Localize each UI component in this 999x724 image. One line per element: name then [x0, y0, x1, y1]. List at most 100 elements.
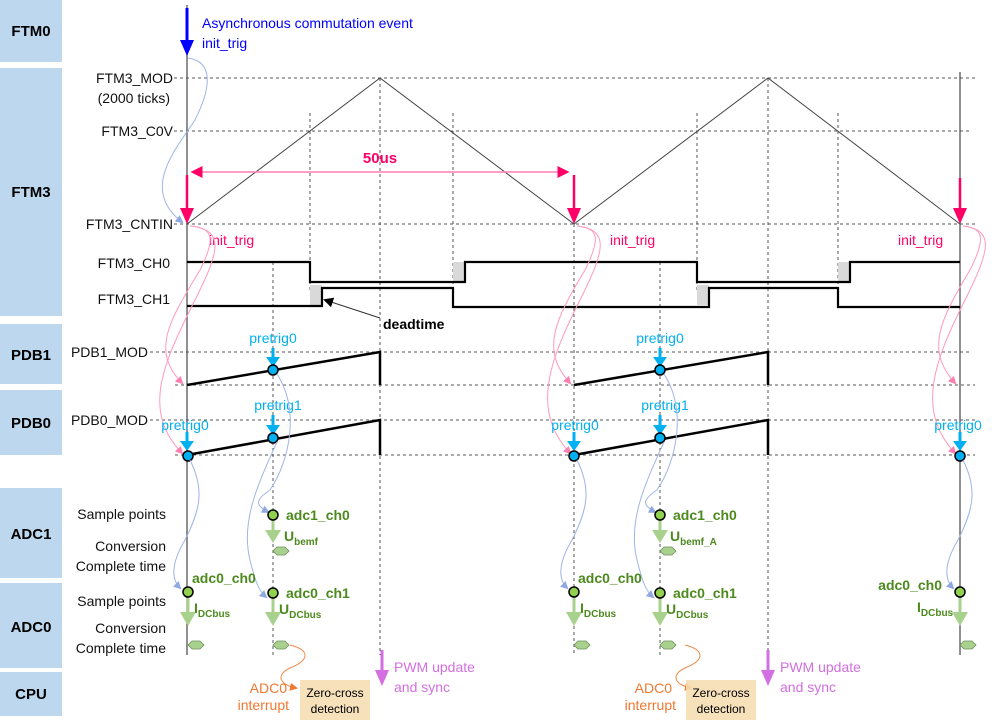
adc0-udc-2: UDCbus [666, 601, 709, 621]
deadtime-block-4 [838, 262, 850, 282]
adc0-ch0-sample-3 [952, 586, 977, 650]
adc0-interrupt-label-1a: ADC0 [250, 680, 288, 696]
pdb0-pretrig0-label-2: pretrig0 [551, 417, 599, 433]
block-ftm0: FTM0 [0, 0, 62, 62]
vertical-lines [186, 5, 961, 655]
block-pdb1-label: PDB1 [11, 347, 51, 364]
pdb1-pretrig0-label-1: pretrig0 [249, 330, 297, 346]
ftm3-cntin-label: FTM3_CNTIN [86, 216, 173, 232]
adc1-ubemf-a: Ubemf_A [670, 528, 717, 548]
pdb0-pretrig0-2 [567, 432, 581, 462]
deadtime-label: deadtime [383, 316, 445, 332]
block-adc0: ADC0 [0, 583, 62, 668]
pdb1-pretrig0-label-2: pretrig0 [636, 330, 684, 346]
deadtime-pointer [323, 297, 381, 319]
block-cpu-label: CPU [15, 686, 47, 703]
init-trig-curves [159, 225, 986, 455]
block-adc1: ADC1 [0, 488, 62, 578]
adc0-sample-points-label: Sample points [77, 593, 166, 609]
adc0-ch1-sample-2 [652, 587, 677, 650]
pwm-update-arrow-1 [375, 650, 389, 686]
pdb0-mod-label: PDB0_MOD [71, 412, 148, 428]
pdb0-pretrig0-3 [953, 432, 967, 462]
pdb-to-adc-curves [172, 373, 973, 599]
block-ftm3-label: FTM3 [11, 184, 50, 201]
async-event-label: Asynchronous commutation event [202, 15, 413, 31]
block-ftm0-label: FTM0 [11, 23, 50, 40]
pwm-update-arrow-2 [761, 650, 775, 686]
adc0-idc-1: IDCbus [194, 600, 231, 620]
block-adc1-label: ADC1 [11, 526, 52, 543]
adc0-ch0-sample-1 [180, 586, 205, 650]
zero-cross-label-1b: detection [311, 702, 360, 716]
init-trig-arrow-3 [953, 178, 967, 224]
deadtime-block-3 [697, 285, 709, 305]
init-trig-arrow-1 [180, 175, 194, 224]
pdb0-pretrig0-1 [180, 432, 194, 462]
adc0-complete-time-label: Complete time [76, 640, 166, 656]
ftm3-ch1-waveform [187, 286, 960, 309]
pdb0-pretrig1-label-1: pretrig1 [254, 397, 302, 413]
block-ftm3: FTM3 [0, 68, 62, 316]
ftm3-ch1-label: FTM3_CH1 [98, 291, 171, 307]
adc0-idc-3: IDCbus [917, 599, 954, 619]
period-label: 50us [363, 150, 397, 167]
block-pdb0: PDB0 [0, 390, 62, 455]
adc1-sample-points-label: Sample points [77, 506, 166, 522]
block-cpu: CPU [0, 672, 62, 716]
adc0-ch1-sample-1 [265, 587, 290, 650]
deadtime-block-2 [453, 262, 465, 282]
adc0-interrupt-label-2b: interrupt [625, 697, 676, 713]
init-trig-label-1: init_trig [209, 232, 254, 248]
adc0-interrupt-label-1b: interrupt [238, 697, 289, 713]
adc0-ch0-label-2: adc0_ch0 [578, 570, 642, 586]
async-event-arrow [180, 8, 194, 56]
pwm-update-label-1a: PWM update [394, 659, 475, 675]
block-pdb0-label: PDB0 [11, 415, 51, 432]
ftm3-mod-label: FTM3_MOD [96, 70, 173, 86]
pdb0-pretrig1-2 [653, 415, 667, 444]
pdb0-pretrig0-label-1: pretrig0 [161, 417, 209, 433]
async-init-trig-label: init_trig [202, 35, 247, 51]
adc0-idc-2: IDCbus [580, 600, 617, 620]
init-trig-label-2: init_trig [610, 232, 655, 248]
block-adc0-label: ADC0 [11, 619, 52, 636]
pdb0-pretrig1-label-2: pretrig1 [641, 397, 689, 413]
adc0-ch0-sample-2 [566, 586, 591, 650]
pdb1-counter-2 [573, 350, 770, 387]
adc0-ch1-label-2: adc0_ch1 [673, 585, 737, 601]
zero-cross-box-1: Zero-cross detection [300, 680, 370, 720]
init-trig-label-3: init_trig [898, 232, 943, 248]
adc0-interrupt-curve-1 [280, 644, 306, 691]
init-trig-arrow-2 [567, 175, 581, 224]
block-pdb1: PDB1 [0, 324, 62, 384]
adc0-ch0-label-1: adc0_ch0 [192, 570, 256, 586]
deadtime-block-1 [310, 285, 322, 305]
pwm-update-label-2b: and sync [780, 679, 836, 695]
ftm3-ch0-label: FTM3_CH0 [98, 255, 171, 271]
ftm3-c0v-label: FTM3_C0V [101, 123, 173, 139]
adc1-ch0-label-1: adc1_ch0 [286, 507, 350, 523]
pdb1-pretrig0-1 [266, 348, 280, 376]
zero-cross-label-1a: Zero-cross [306, 686, 363, 700]
pdb1-pretrig0-2 [653, 348, 667, 376]
adc0-conversion-label: Conversion [95, 620, 166, 636]
pdb1-counter-1 [186, 350, 382, 387]
adc1-sample-1 [265, 509, 290, 556]
ftm3-mod-ticks: (2000 ticks) [98, 90, 170, 106]
zero-cross-label-2a: Zero-cross [692, 686, 749, 700]
pdb1-mod-label: PDB1_MOD [71, 344, 148, 360]
adc1-sample-2 [652, 509, 677, 556]
adc1-ch0-label-2: adc1_ch0 [673, 507, 737, 523]
ftm3-ch0-waveform [187, 260, 960, 284]
adc0-interrupt-curve-2 [675, 644, 701, 691]
adc0-interrupt-label-2a: ADC0 [635, 680, 673, 696]
pdb0-pretrig0-label-3: pretrig0 [934, 417, 982, 433]
adc0-ch1-label-1: adc0_ch1 [286, 585, 350, 601]
zero-cross-label-2b: detection [697, 702, 746, 716]
reference-lines [150, 77, 975, 456]
adc0-udc-1: UDCbus [279, 601, 322, 621]
zero-cross-box-2: Zero-cross detection [686, 680, 756, 720]
adc1-conversion-label: Conversion [95, 538, 166, 554]
